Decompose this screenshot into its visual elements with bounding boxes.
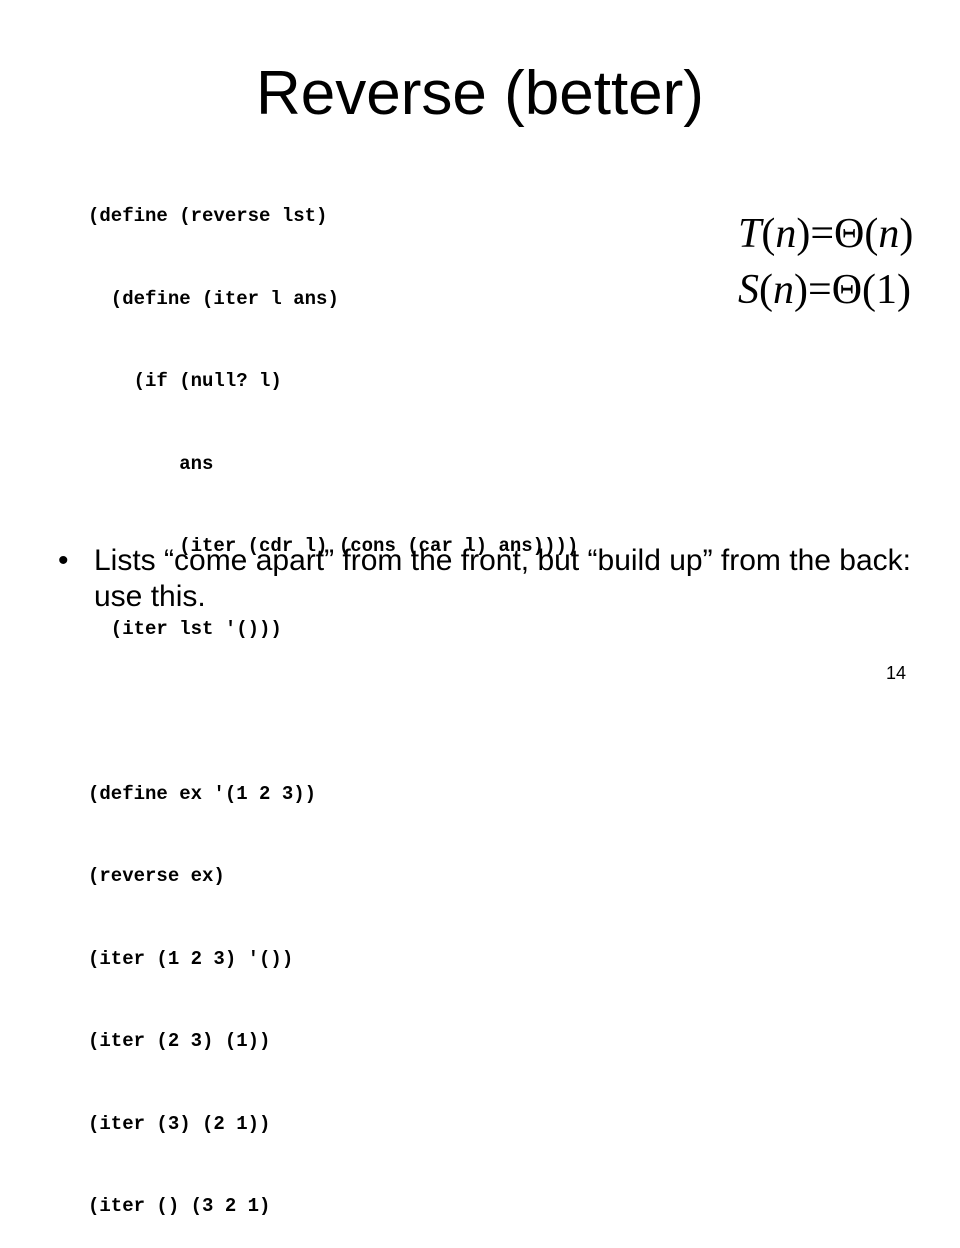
time-complexity-formula: T(n)=Θ(n) xyxy=(738,211,914,257)
formula-function: T xyxy=(738,211,762,257)
formula-argument: n xyxy=(775,211,797,257)
formula-theta: Θ xyxy=(834,211,865,257)
code-line: (iter (cdr l) (cons (car l) ans)))) xyxy=(88,535,579,557)
space-complexity-formula: S(n)=Θ(1) xyxy=(738,267,912,313)
complexity-formulas: T(n)=Θ(n) S(n)=Θ(1) xyxy=(738,206,913,318)
formula-function: S xyxy=(738,267,759,313)
code-block: (define (reverse lst) (define (iter l an… xyxy=(88,148,578,1248)
code-line: ans xyxy=(88,452,214,475)
code-line: (iter (2 3) (1)) xyxy=(88,1030,271,1052)
slide-title: Reverse (better) xyxy=(256,59,704,128)
formula-theta: Θ xyxy=(831,267,863,313)
code-line: (if (null? l) xyxy=(88,370,282,392)
formula-order: n xyxy=(878,211,900,257)
code-line: (reverse ex) xyxy=(88,865,225,887)
code-line: (iter lst '())) xyxy=(88,617,282,640)
bullet-text: Lists “come apart” from the front, but “… xyxy=(94,544,912,613)
code-line: (define (reverse lst) xyxy=(88,205,328,227)
bullet-point: • Lists “come apart” from the front, but… xyxy=(58,543,918,615)
code-line: (define (iter l ans) xyxy=(88,287,339,310)
formula-order: 1 xyxy=(876,267,898,313)
formula-argument: n xyxy=(773,267,794,313)
code-line: (define ex '(1 2 3)) xyxy=(88,782,317,805)
formula-equals: = xyxy=(810,211,835,257)
code-line: (iter (3) (2 1)) xyxy=(88,1112,271,1135)
code-line-blank xyxy=(88,698,578,726)
code-line: (iter (1 2 3) '()) xyxy=(88,947,294,970)
page-number: 14 xyxy=(885,663,906,683)
bullet-marker: • xyxy=(58,544,69,577)
formula-equals: = xyxy=(808,267,832,313)
code-line: (iter () (3 2 1) xyxy=(88,1195,271,1217)
